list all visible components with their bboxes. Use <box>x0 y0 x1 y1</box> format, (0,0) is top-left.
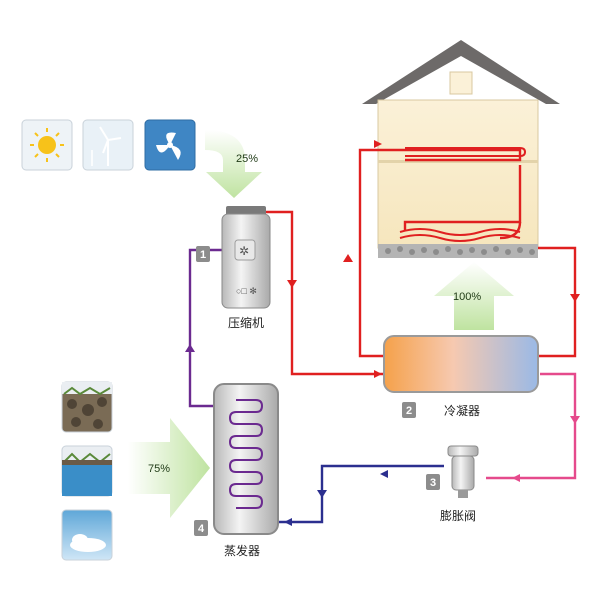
compressor: ✲ ○□ ✻ 1 压缩机 <box>196 206 271 330</box>
evaporator-number-badge <box>194 520 208 536</box>
air-energy-percent: 25% <box>236 153 258 165</box>
evaporator: 4 蒸发器 <box>194 383 279 558</box>
heat-output-arrow: 100% <box>434 262 514 330</box>
evaporator-label: 蒸发器 <box>224 543 260 558</box>
condenser-number-badge <box>402 402 416 418</box>
fan-icon <box>144 119 196 171</box>
expansion-valve-label: 膨胀阀 <box>440 509 476 523</box>
heat-output-percent: 100% <box>453 291 481 303</box>
svg-text:3: 3 <box>430 477 436 489</box>
warm-refrigerant-line <box>486 372 577 480</box>
condenser: 2 冷凝器 <box>383 335 539 418</box>
sun-icon <box>21 119 73 171</box>
svg-text:2: 2 <box>406 405 412 417</box>
flow-arrows-cold <box>284 470 388 526</box>
soil-icon <box>61 381 113 433</box>
house <box>362 40 560 258</box>
svg-text:4: 4 <box>198 523 205 535</box>
condenser-label: 冷凝器 <box>444 403 480 418</box>
hot-refrigerant-line <box>262 148 577 376</box>
sky-icon <box>61 509 113 561</box>
ambient-energy-percent: 75% <box>148 463 170 475</box>
cold-refrigerant-line <box>278 464 444 524</box>
flow-arrow-suction <box>185 344 195 352</box>
svg-text:✲: ✲ <box>239 244 249 258</box>
air-energy-arrow: 25% <box>205 130 262 198</box>
expansion-valve-number-badge <box>426 474 440 490</box>
compressor-label: 压缩机 <box>228 315 264 330</box>
expansion-valve: 3 膨胀阀 <box>426 445 479 523</box>
water-icon <box>61 445 113 497</box>
wind-turbine-icon <box>82 119 134 171</box>
compressor-number-badge <box>196 246 210 262</box>
ambient-energy-arrow: 75% <box>128 418 210 518</box>
svg-text:○□ ✻: ○□ ✻ <box>236 286 257 296</box>
svg-text:1: 1 <box>200 249 206 261</box>
